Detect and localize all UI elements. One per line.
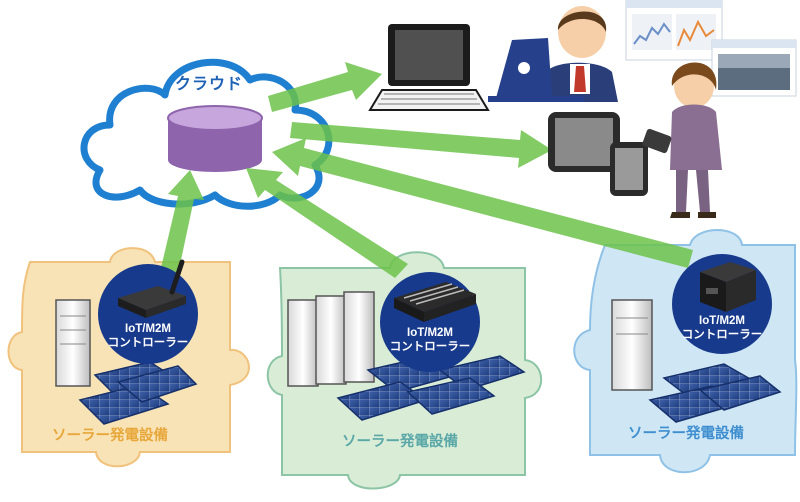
tablet-icon bbox=[548, 112, 620, 172]
arrow-site1-to-cloud bbox=[160, 170, 204, 274]
site3-controller-line1: IoT/M2M bbox=[699, 315, 745, 327]
arrow-site2-to-cloud bbox=[246, 168, 408, 278]
dashboard-thumbnail-1 bbox=[625, 0, 723, 61]
dashboard-thumbnail-2 bbox=[711, 39, 797, 97]
site2-controller-line2: コントローラー bbox=[389, 341, 471, 353]
smartphone-icon bbox=[610, 142, 648, 196]
cloud-label: クラウド bbox=[175, 76, 244, 93]
arrow-cloud-to-pc bbox=[268, 62, 382, 112]
site1-router-icon bbox=[118, 259, 186, 318]
site1-equipment bbox=[55, 299, 198, 425]
site1-controller-line2: コントローラー bbox=[107, 337, 189, 349]
site2-controller-line1: IoT/M2M bbox=[407, 327, 453, 339]
site3-controller-line2: コントローラー bbox=[681, 329, 763, 341]
businesswoman-illustration bbox=[642, 62, 722, 218]
database-icon bbox=[167, 105, 263, 172]
site3-controller-label: IoT/M2M コントローラー bbox=[677, 314, 767, 342]
site2-equipment bbox=[287, 291, 526, 421]
arrow-cloud-to-tablet bbox=[290, 122, 552, 168]
site1-controller-label: IoT/M2M コントローラー bbox=[103, 322, 193, 350]
site1-controller-line1: IoT/M2M bbox=[125, 323, 171, 335]
businessman-illustration bbox=[488, 6, 618, 102]
site2-controller-device-icon bbox=[394, 282, 476, 322]
laptop-icon bbox=[368, 24, 490, 111]
site3-equipment bbox=[611, 299, 782, 423]
arrow-site3-to-cloud bbox=[272, 138, 693, 268]
site2-controller-label: IoT/M2M コントローラー bbox=[385, 326, 475, 354]
site1-label: ソーラー発電設備 bbox=[52, 428, 168, 444]
site2-label: ソーラー発電設備 bbox=[342, 434, 458, 450]
site3-controller-device-icon bbox=[700, 262, 756, 312]
site3-label: ソーラー発電設備 bbox=[628, 426, 744, 442]
arrows bbox=[160, 62, 693, 278]
